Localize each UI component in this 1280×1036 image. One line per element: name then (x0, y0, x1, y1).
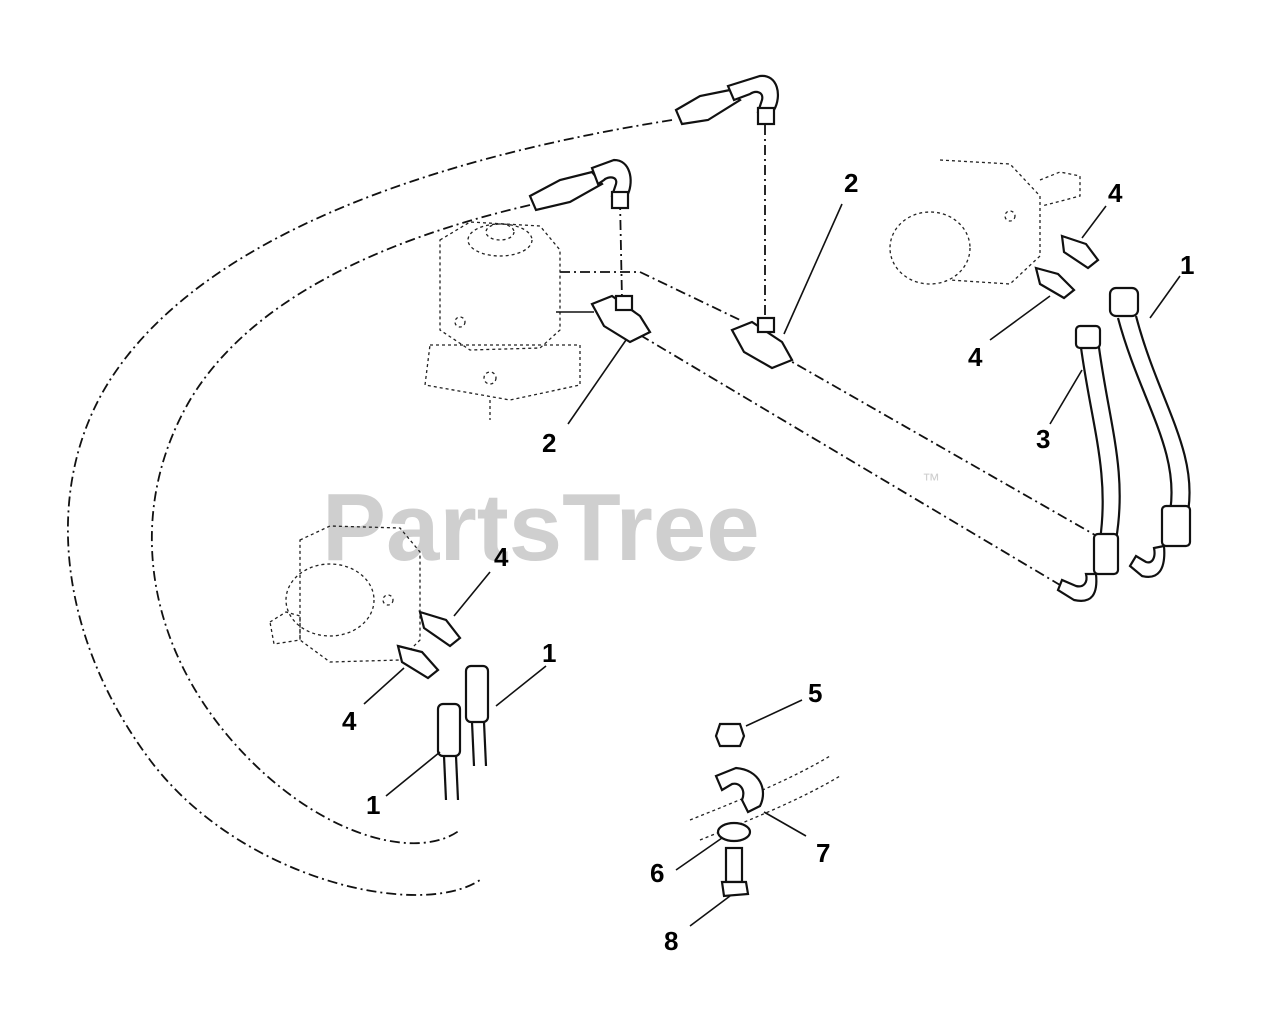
bolt-shank (724, 846, 744, 884)
tee-fitting-right (730, 316, 794, 370)
callout-5: 5 (808, 678, 822, 708)
washer (716, 821, 752, 843)
hose-routing-lines (67, 119, 1096, 896)
elbow-fitting-left-a (418, 610, 462, 648)
hydraulic-pump (424, 221, 581, 420)
callout-8: 8 (664, 926, 678, 956)
wheel-motor-left (269, 525, 421, 663)
hose-3 (1056, 324, 1121, 602)
upper-hose-end-fitting (674, 74, 779, 126)
nut (714, 722, 746, 748)
hose-1-lower-a (436, 702, 462, 801)
callout-7: 7 (816, 838, 830, 868)
leader-lines (363, 203, 1181, 927)
lower-hose-end-fitting (528, 158, 632, 212)
callout-3: 3 (1036, 424, 1050, 454)
callout-4-upper-right-b: 4 (968, 342, 983, 372)
watermark: PartsTree ™ (322, 470, 940, 581)
wheel-motor-right (889, 159, 1081, 285)
hose-1-right (1108, 286, 1192, 578)
callout-4-left-a: 4 (494, 542, 509, 572)
tee-fitting-left (556, 294, 652, 344)
callout-1-lower-a: 1 (542, 638, 556, 668)
callout-6: 6 (650, 858, 664, 888)
callout-1-lower-b: 1 (366, 790, 380, 820)
clamp (714, 766, 765, 814)
elbow-fitting-right-a (1060, 234, 1100, 270)
callout-4-upper-right-a: 4 (1108, 178, 1123, 208)
callout-2-bottom: 2 (542, 428, 556, 458)
elbow-fitting-right-b (1034, 266, 1076, 300)
hose-1-lower-b (464, 664, 490, 767)
callouts: 2 2 4 4 1 3 4 4 1 1 5 6 7 8 (342, 168, 1194, 956)
callout-4-left-b: 4 (342, 706, 357, 736)
elbow-fitting-left-b (396, 644, 440, 680)
callout-1-right: 1 (1180, 250, 1194, 280)
hose-clamp-assembly (689, 722, 841, 898)
callout-2-top: 2 (844, 168, 858, 198)
bolt-head (720, 880, 750, 898)
watermark-trademark: ™ (922, 470, 940, 490)
